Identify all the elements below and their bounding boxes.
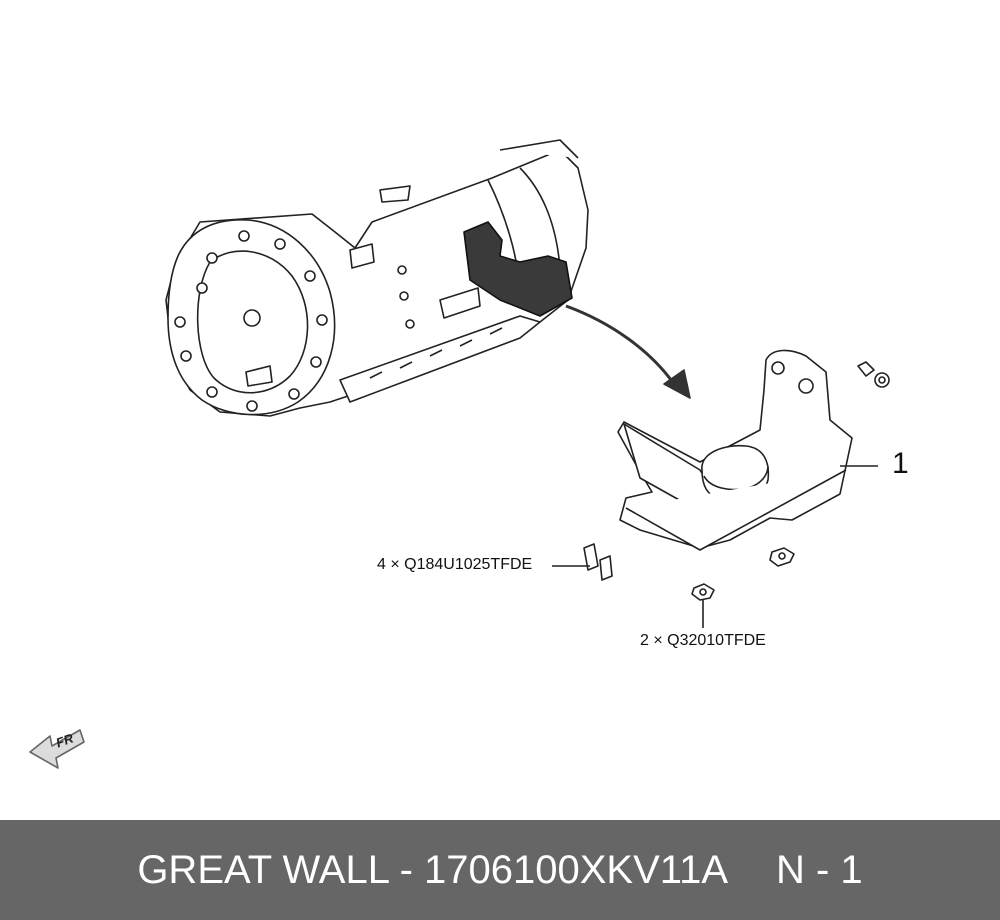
footer-page: N - 1 (776, 847, 863, 892)
footer-brand-part: GREAT WALL - 1706100XKV11A (137, 847, 728, 892)
transmission-mount-bracket (617, 349, 853, 551)
bolt-pair-top-right (857, 361, 890, 388)
transmission-illustration (165, 139, 589, 417)
callout-bolt: 4 × Q184U1025TFDE (377, 556, 533, 573)
front-direction-arrow (29, 729, 85, 769)
exploded-parts-diagram (29, 139, 890, 769)
nut-right (769, 547, 795, 567)
footer-banner: GREAT WALL - 1706100XKV11A N - 1 (0, 820, 1000, 920)
callout-part-1: 1 (892, 447, 909, 480)
highlighted-mount-on-transmission (463, 221, 573, 317)
flange-nut-bottom (691, 583, 715, 601)
pointer-arrow-head (663, 369, 691, 399)
callout-nut: 2 × Q32010TFDE (640, 632, 766, 649)
pointer-arrow (565, 304, 676, 385)
bolt-pair-left (583, 543, 613, 581)
